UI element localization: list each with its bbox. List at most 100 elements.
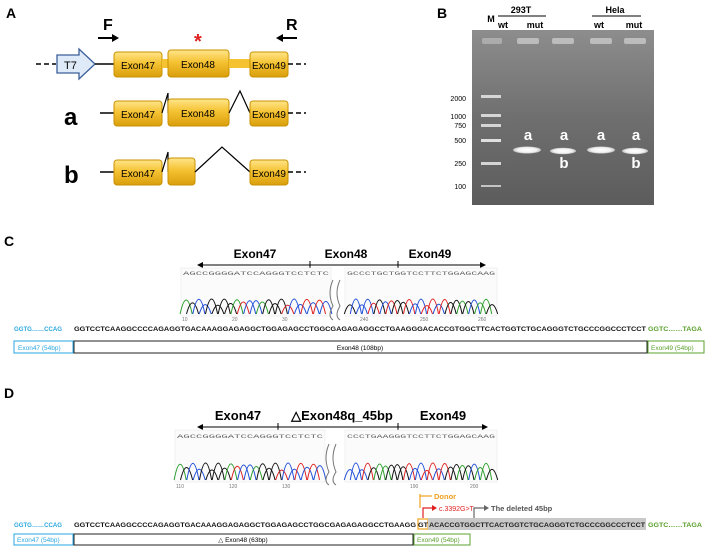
d-left-trace-peak (243, 464, 257, 481)
c-left-trace-peak (224, 303, 238, 315)
c-right-trace-peak (485, 304, 499, 315)
ladder-band-250 (481, 162, 501, 165)
d-left-trace-peak (230, 465, 244, 481)
c-right-trace-peak (343, 304, 357, 315)
c-exon48-box (73, 340, 648, 354)
ladder-250: 250 (454, 161, 466, 168)
deleted-region-shading (428, 518, 646, 530)
d-right-trace-peak (355, 469, 368, 481)
well-lane1 (517, 38, 539, 44)
exon48-label-row1: Exon48 (181, 60, 215, 71)
ladder-band-750 (481, 124, 501, 127)
t7-promoter-arrow (56, 47, 96, 81)
exon-link-1 (162, 59, 168, 68)
d-right-trace-peak (385, 464, 398, 481)
mutation-label: c.3392G>T (439, 506, 475, 513)
c-right-trace-peak (456, 300, 469, 315)
c-trace-group (179, 298, 499, 315)
exon-link-2 (229, 59, 250, 68)
lane-mut-hela-label: mut (626, 20, 643, 30)
c-break-mark-2 (336, 279, 341, 321)
band-hela-wt (587, 146, 615, 154)
c-left-trace-peak (300, 298, 314, 315)
primer-f-label: F (103, 17, 113, 34)
splice-47-48-row-a (161, 92, 169, 114)
d-left-trace-peak (256, 463, 270, 481)
d-right-trace-peak (343, 469, 357, 481)
c-left-trace-peak (217, 298, 231, 315)
d-left-trace-peak (268, 462, 282, 481)
donor-label: Donor (434, 492, 456, 501)
d-tick-130: 130 (282, 484, 291, 490)
d-tick-120: 120 (229, 484, 238, 490)
c-exon49-header: Exon49 (409, 247, 452, 261)
d-right-trace-peak (462, 465, 475, 481)
c-right-trace-peak (480, 298, 493, 315)
c-tick-20: 20 (232, 317, 238, 323)
ladder-2000: 2000 (450, 96, 466, 103)
c-left-trace-peak (312, 299, 326, 315)
deleted-arrowhead (484, 505, 489, 511)
d-exon49-box-label: Exon49 (54bp) (417, 537, 460, 544)
c-left-trace-peak (230, 299, 244, 315)
c-right-trace-peak (414, 298, 428, 315)
c-tick-260: 260 (478, 317, 487, 323)
d-exon49-arrowhead (482, 424, 488, 430)
d-tick-110: 110 (176, 484, 184, 490)
c-right-trace-peak (355, 304, 368, 315)
d-right-trace-peak (474, 466, 487, 481)
c-tick-240: 240 (360, 317, 369, 323)
c-right-trace-peak (361, 298, 374, 315)
c-right-trace-peak (367, 302, 380, 315)
row-b-label: b (64, 162, 79, 189)
c-left-trace-peak (262, 299, 276, 315)
c-right-trace-peak (426, 298, 439, 315)
c-left-trace-peak (255, 301, 269, 315)
group-hela-label: Hela (605, 5, 625, 15)
d-exon48-box (73, 533, 414, 546)
band-a-hela-mut: a (632, 127, 641, 144)
c-right-trace-peak (379, 301, 392, 315)
ladder-band-500 (481, 139, 501, 142)
c-left-trace-peak (186, 302, 200, 315)
d-tick-200: 200 (470, 484, 479, 490)
d-right-trace-peak (432, 468, 445, 481)
d-left-trace-peak (211, 462, 225, 481)
panel-a: A F R * T7 Exon47 Exon48 Exon49 a Exon47… (6, 5, 306, 189)
d-left-trace-peak (173, 463, 187, 481)
band-hela-mut (622, 147, 648, 155)
d-left-trace-peak (237, 464, 251, 481)
d-right-trace-peak (420, 469, 433, 481)
panel-c-letter: C (4, 233, 14, 249)
c-right-trace-peak (450, 299, 463, 315)
group-293t-label: 293T (511, 5, 532, 15)
c-left-trace-peak (306, 302, 320, 315)
d-tick-190: 190 (410, 484, 419, 490)
deleted-pointer (473, 507, 484, 518)
mutation-asterisk: * (194, 31, 202, 53)
d-right-trace-peak (379, 465, 392, 481)
d-left-trace-peak (313, 465, 327, 481)
c-left-trace-peak (236, 301, 250, 315)
d-right-trace-peak (397, 466, 410, 481)
d-left-trace-peak (306, 463, 320, 481)
d-right-trace-peak (349, 462, 362, 481)
c-left-trace-peak (274, 298, 288, 315)
c-exon49-box (647, 340, 705, 354)
d-exon47-box (13, 533, 74, 546)
lane-wt-hela-label: wt (593, 20, 604, 30)
c-left-trace-peak (287, 298, 301, 315)
c-left-trace-peak (293, 303, 307, 315)
d-right-trace-peak (373, 463, 386, 481)
c-tick-250: 250 (420, 317, 429, 323)
d-right-trace-peak (391, 464, 404, 481)
lane-mut-293t-label: mut (527, 20, 544, 30)
lane-wt-293t-label: wt (497, 20, 508, 30)
d-right-trace-peak (480, 462, 493, 481)
c-left-trace-peak (205, 298, 219, 315)
exon49-label-row-b: Exon49 (252, 169, 286, 180)
d-left-trace-peak (281, 462, 295, 481)
d-right-trace-peak (456, 464, 469, 481)
c-right-trace-peak (432, 303, 445, 315)
